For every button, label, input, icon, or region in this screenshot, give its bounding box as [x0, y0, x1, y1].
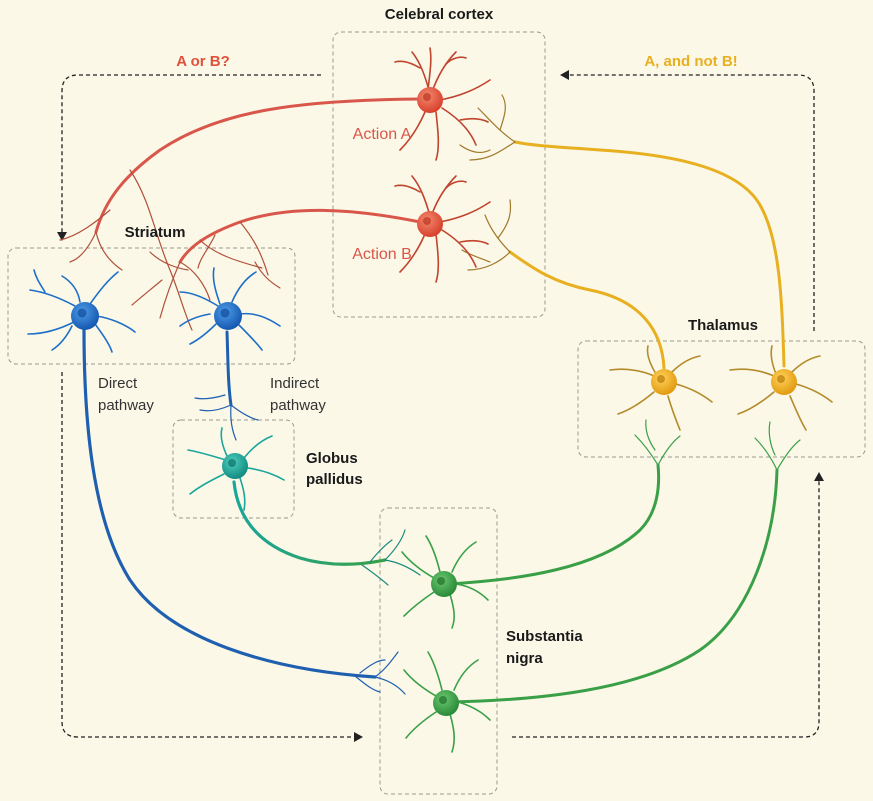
- nigra-label-line2: nigra: [506, 650, 543, 667]
- loop-arrow-cortex-to-striatum: [61, 74, 321, 232]
- thalamus-right-soma: [771, 369, 797, 395]
- axon-action-b-to-striatum: [178, 208, 422, 264]
- arrowhead-up-icon: [814, 472, 824, 481]
- nigra-lower-nucleus: [439, 696, 447, 704]
- action-b-label: Action B: [352, 246, 412, 263]
- action-b-soma: [417, 211, 443, 237]
- cortex-gold-terminals: [459, 94, 516, 271]
- axon-nigra-upper-to-thalamus: [446, 463, 661, 586]
- nigra-upper-soma: [431, 571, 457, 597]
- arrowhead-down-icon: [57, 232, 67, 241]
- thalamus-region-box: [577, 340, 866, 458]
- nigra-region-box: [379, 507, 498, 795]
- neuron-action-b: [394, 175, 491, 283]
- axon-globus-to-nigra: [232, 480, 387, 566]
- loop-arrow-nigra-to-thalamus: [512, 481, 820, 738]
- striatum-neuron-direct: [27, 269, 136, 353]
- cortex-region-box: [332, 31, 546, 318]
- globus-label-line2: pallidus: [306, 471, 363, 488]
- thalamus-label: Thalamus: [688, 317, 758, 334]
- thalamus-neuron-left: [609, 345, 713, 431]
- neuron-action-a: [394, 47, 491, 161]
- axon-thalamus-right-to-cortex: [513, 140, 786, 368]
- nigra-neuron-lower: [403, 651, 491, 753]
- globus-label-line1: Globus: [306, 450, 358, 467]
- green-terminals: [634, 419, 801, 471]
- teal-terminals: [361, 529, 421, 586]
- striatum-indirect-nucleus: [220, 308, 230, 318]
- arrowhead-left-icon: [560, 70, 569, 80]
- striatum-region-box: [7, 247, 296, 365]
- thalamus-left-nucleus: [657, 375, 665, 383]
- globus-soma: [222, 453, 248, 479]
- nigra-upper-nucleus: [437, 577, 445, 585]
- thalamus-neuron-right: [729, 345, 833, 431]
- blue-terminals: [194, 394, 406, 695]
- striatum-neuron-indirect: [179, 267, 281, 351]
- indirect-pathway-label-line1: Indirect: [270, 375, 320, 392]
- action-a-nucleus: [423, 93, 431, 101]
- axon-nigra-lower-to-thalamus: [450, 468, 779, 704]
- cortex-label: Celebral cortex: [385, 6, 494, 23]
- direct-pathway-label-line1: Direct: [98, 375, 138, 392]
- answer-label: A, and not B!: [644, 53, 737, 70]
- nigra-label-line1: Substantia: [506, 628, 583, 645]
- striatum-direct-nucleus: [77, 308, 87, 318]
- action-a-soma: [417, 87, 443, 113]
- striatum-red-terminals: [59, 169, 281, 331]
- globus-neuron: [187, 427, 285, 511]
- striatum-label: Striatum: [125, 224, 186, 241]
- nigra-lower-soma: [433, 690, 459, 716]
- arrowhead-right-icon: [354, 732, 363, 742]
- action-b-nucleus: [423, 217, 431, 225]
- axon-thalamus-left-to-cortex: [508, 250, 666, 370]
- loop-arrow-thalamus-to-cortex: [569, 74, 815, 331]
- action-a-label: Action A: [353, 126, 412, 143]
- axon-action-a-to-striatum: [94, 97, 422, 234]
- indirect-pathway-label-line2: pathway: [270, 397, 326, 414]
- thalamus-right-nucleus: [777, 375, 785, 383]
- axon-direct-pathway: [82, 328, 377, 679]
- direct-pathway-label-line2: pathway: [98, 397, 154, 414]
- axon-indirect-pathway: [225, 330, 233, 407]
- thalamus-left-soma: [651, 369, 677, 395]
- nigra-neuron-upper: [401, 535, 489, 629]
- globus-region-box: [172, 419, 295, 519]
- question-label: A or B?: [176, 53, 230, 70]
- globus-nucleus: [228, 459, 236, 467]
- loop-arrow-striatum-to-nigra: [61, 372, 354, 738]
